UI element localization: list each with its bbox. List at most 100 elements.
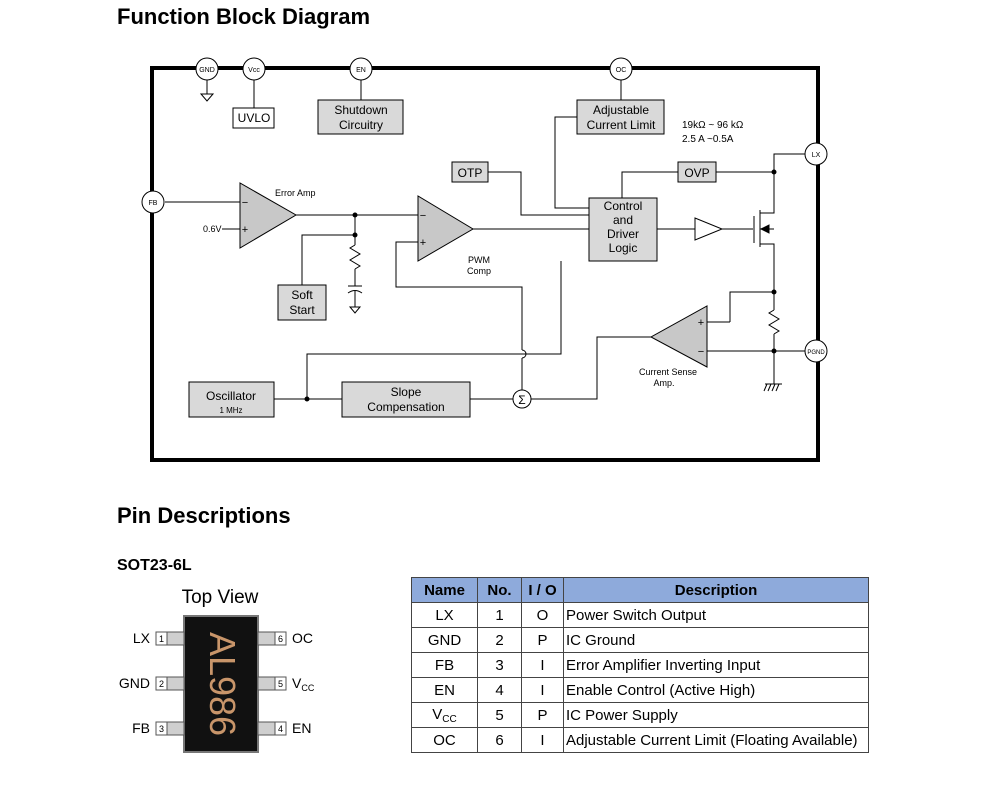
error-amp-minus: − (242, 197, 248, 209)
header-name: Name (411, 577, 478, 603)
table-header-row: Name No. I / O Description (411, 577, 869, 603)
pin-gnd (195, 57, 219, 81)
package-name: SOT23-6L (117, 557, 192, 574)
vref-label: 0.6V (203, 224, 222, 234)
pin-number-box (274, 631, 287, 646)
current-limit-label-2: Current Limit (587, 118, 656, 132)
pin-name-cell: FB (411, 652, 478, 678)
pin-name-left: LX (133, 630, 151, 646)
pin-number-box (155, 631, 168, 646)
pin-name-right: OC (292, 630, 313, 646)
pin-io-cell: I (521, 727, 564, 753)
pin-number-cell: 5 (477, 702, 522, 728)
error-amplifier (239, 182, 297, 249)
slope-label-1: Slope (391, 385, 422, 399)
pin-pgnd (804, 339, 828, 363)
pin-name-left: GND (119, 675, 150, 691)
pin-description-cell: IC Ground (563, 627, 869, 653)
pin-io-cell: I (521, 652, 564, 678)
slope-label-2: Compensation (367, 400, 444, 414)
current-range: 2.5 A ~0.5A (682, 134, 734, 145)
pin-lx-label: LX (812, 152, 821, 159)
current-sense-amplifier (649, 305, 708, 368)
pin-io-cell: O (521, 602, 564, 628)
pin-vcc-label: Vcc (248, 67, 260, 74)
function-block-diagram: Σ GND Vcc EN OC FB LX PGND UVLO Shutdown… (141, 57, 828, 462)
pin-number-cell: 4 (477, 677, 522, 703)
control-label-1: Control (604, 199, 643, 213)
pin-name-cell: OC (411, 727, 478, 753)
uvlo-label: UVLO (238, 111, 271, 125)
soft-start-label-1: Soft (291, 288, 313, 302)
pin-description-cell: Enable Control (Active High) (563, 677, 869, 703)
pin-description-cell: Power Switch Output (563, 602, 869, 628)
pin-io-cell: P (521, 627, 564, 653)
current-sense-label-2: Amp. (653, 378, 674, 388)
current-sense-label-1: Current Sense (639, 367, 697, 377)
pin-io-cell: I (521, 677, 564, 703)
header-no: No. (477, 577, 522, 603)
pwm-label-2: Comp (467, 266, 491, 276)
pin-en (349, 57, 373, 81)
current-limit-block (576, 99, 665, 135)
control-label-4: Logic (609, 241, 638, 255)
shutdown-label-2: Circuitry (339, 118, 383, 132)
pin-lx (804, 142, 828, 166)
control-logic-block (588, 197, 658, 262)
ovp-block (677, 161, 717, 183)
pin-name-cell: GND (411, 627, 478, 653)
error-amp-plus: + (242, 224, 248, 236)
pin-name-cell: VCC (411, 702, 478, 728)
pin-name-right: VCC (292, 675, 315, 693)
cs-plus: + (698, 317, 704, 329)
oscillator-label: Oscillator (206, 389, 256, 403)
current-limit-label-1: Adjustable (593, 103, 649, 117)
sum-symbol: Σ (518, 393, 525, 407)
header-description: Description (563, 577, 869, 603)
chip-body (183, 615, 259, 753)
pin-description-cell: Error Amplifier Inverting Input (563, 652, 869, 678)
slope-compensation-block (341, 381, 471, 418)
shutdown-label-1: Shutdown (334, 103, 387, 117)
pwm-plus: + (420, 237, 426, 249)
ic-boundary (150, 66, 820, 462)
header-io: I / O (521, 577, 564, 603)
chip-marking: AL986 (202, 632, 243, 736)
soft-start-label-2: Start (289, 303, 315, 317)
pin-number-box (155, 676, 168, 691)
pin-number: 1 (159, 634, 164, 644)
pin-name-cell: LX (411, 602, 478, 628)
pin-description-cell: Adjustable Current Limit (Floating Avail… (563, 727, 869, 753)
pin-number-cell: 2 (477, 627, 522, 653)
top-view-label: Top View (182, 587, 259, 608)
pin-name-left: FB (132, 720, 150, 736)
pin-vcc (242, 57, 266, 81)
uvlo-block (232, 107, 275, 129)
pin-fb-label: FB (149, 200, 158, 207)
pwm-minus: − (420, 210, 426, 222)
pin-en-label: EN (356, 67, 366, 74)
otp-block (451, 161, 489, 183)
soft-start-block (277, 284, 327, 321)
ovp-label: OVP (684, 166, 709, 180)
pin-number-cell: 1 (477, 602, 522, 628)
pin-number: 6 (278, 634, 283, 644)
pin-name-cell: EN (411, 677, 478, 703)
pin-fb (141, 190, 165, 214)
pin-number: 2 (159, 679, 164, 689)
error-amp-label: Error Amp (275, 188, 316, 198)
pin-pgnd-label: PGND (807, 350, 825, 356)
control-label-3: Driver (607, 227, 639, 241)
pin-number: 5 (278, 679, 283, 689)
pin-descriptions-title: Pin Descriptions (117, 503, 291, 528)
pin-number-box (274, 721, 287, 736)
oscillator-frequency: 1 MHz (219, 406, 242, 415)
